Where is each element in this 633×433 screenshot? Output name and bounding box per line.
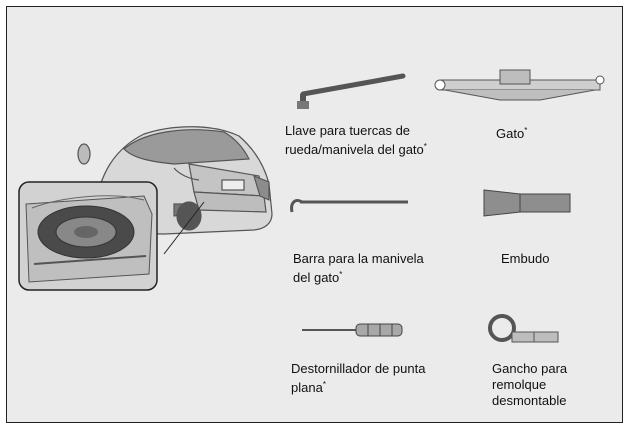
tow-hook-icon xyxy=(488,314,559,343)
lug-wrench-label: Llave para tuercas de rueda/manivela del… xyxy=(285,123,427,157)
tow-hook-label: Gancho para remolque desmontable xyxy=(492,361,568,408)
lug-wrench-icon xyxy=(297,73,406,109)
screwdriver-label: Destornillador de punta plana* xyxy=(291,361,426,395)
jack-bar-icon xyxy=(290,198,408,213)
funnel-label: Embudo xyxy=(501,251,550,266)
trunk-inset xyxy=(18,181,158,291)
jack-label: Gato* xyxy=(496,126,528,141)
funnel-icon xyxy=(483,189,571,217)
screwdriver-icon xyxy=(302,323,403,337)
car-trunk-illustration xyxy=(18,126,273,291)
jack-bar-label: Barra para la manivela del gato* xyxy=(293,251,424,285)
jack-icon xyxy=(434,69,605,101)
